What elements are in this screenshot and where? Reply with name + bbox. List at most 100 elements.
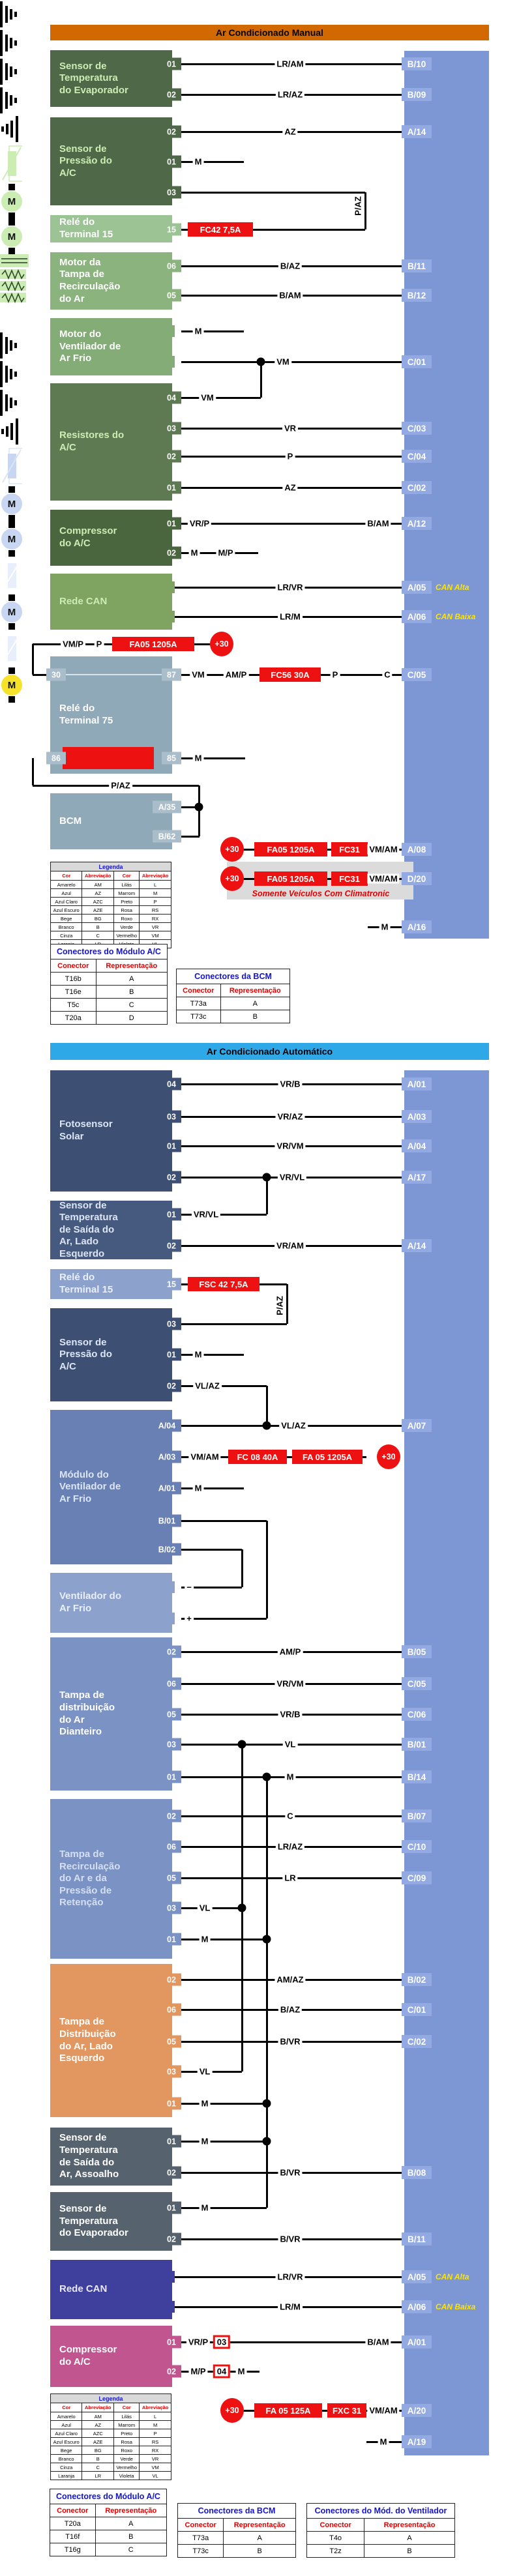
component-label: Tampa de Recirculação do Ar e da Pressão… xyxy=(59,1849,121,1909)
table-cell: C xyxy=(95,998,168,1012)
pin-02: 02 xyxy=(162,125,181,138)
battery-plus30-icon: +30 xyxy=(210,632,233,656)
table-title: Conectores do Mód. do Ventilador xyxy=(306,2503,455,2519)
thermistor-icon xyxy=(0,740,23,781)
table-cell: Rosa xyxy=(113,905,140,915)
wire-color-label: − xyxy=(185,1582,194,1592)
pin-02: 02 xyxy=(162,2232,181,2246)
pin-stub xyxy=(163,325,175,337)
wire xyxy=(181,161,244,163)
table-cell: Branco xyxy=(50,2454,83,2463)
table-cell: T73a xyxy=(177,2531,224,2545)
wire xyxy=(181,1520,267,1522)
motor-icon: M xyxy=(0,667,23,703)
connector-pin: A/04 xyxy=(402,1139,432,1152)
wire-color-label: M xyxy=(192,1483,204,1493)
table-cell: T73c xyxy=(177,2544,224,2558)
table-cell: A xyxy=(95,972,168,986)
table-cell: Vermelho xyxy=(113,931,140,940)
pin-02: 02 xyxy=(162,1239,181,1252)
component-label: Fotosensor Solar xyxy=(59,1119,113,1142)
table-header: Representação xyxy=(95,959,168,973)
component-label: Sensor de Pressão do A/C xyxy=(59,1336,112,1372)
pin-01: 01 xyxy=(162,1933,181,1946)
pin-01: 01 xyxy=(162,57,181,70)
wire-color-label: P xyxy=(94,639,104,649)
table-header: Conector xyxy=(306,2518,365,2532)
connector-pin: B/09 xyxy=(402,88,432,101)
pin-02: 02 xyxy=(162,88,181,101)
svg-text:M: M xyxy=(8,607,16,618)
component-label: Tampa de distribuição do Ar Dianteiro xyxy=(59,1690,115,1738)
wire-color-label: VL/AZ xyxy=(193,1381,222,1391)
component-sensor-temp-evaporador: Sensor de Temperatura do Evaporador xyxy=(50,2192,172,2251)
connector-pin: C/04 xyxy=(402,450,432,463)
wire-color-label: VM xyxy=(190,669,207,680)
wire-color-label: VR/B xyxy=(278,1079,303,1089)
fuse-label: FA05 1205A xyxy=(112,637,194,651)
pin-03: 03 xyxy=(162,1110,181,1123)
potentiometer-icon xyxy=(0,703,23,740)
component-label: BCM xyxy=(59,815,82,827)
fuse-label: FA 05 125A xyxy=(254,2403,322,2418)
pin-03: 03 xyxy=(162,2065,181,2078)
pin-02: 02 xyxy=(162,2166,181,2179)
component-ventilador-ar-frio: Ventilador do Ar Frio xyxy=(50,1573,172,1633)
wire-color-label: LR/AZ xyxy=(275,1841,305,1852)
pin-B-02: B/02 xyxy=(153,1543,181,1556)
component-compressor-ac: Compressor do A/C xyxy=(50,510,172,566)
wire xyxy=(181,1939,267,1940)
table-cell: Azul Claro xyxy=(50,897,83,906)
component-modulo-ventilador-ar-frio: Módulo do Ventilador de Ar Frio xyxy=(50,1410,172,1564)
connector-pin: A/01 xyxy=(402,1077,432,1090)
resistor-icon xyxy=(0,292,27,304)
table-cell: Roxo xyxy=(113,914,140,923)
table-cell: B xyxy=(82,2454,115,2463)
pin-stub xyxy=(163,1581,175,1593)
wire-color-label: + xyxy=(185,1613,194,1624)
wire-color-label: AM/AZ xyxy=(274,1974,306,1985)
ground-icon xyxy=(0,29,20,57)
wire-color-label: VR/B xyxy=(278,1709,303,1720)
connector-pin: B/08 xyxy=(402,2166,432,2179)
table-cell: RX xyxy=(139,914,171,923)
pin-stub xyxy=(163,2271,175,2283)
connector-pin: C/01 xyxy=(402,2003,432,2016)
ground-icon xyxy=(0,360,20,388)
component-label: Sensor de Temperatura de Saída do Ar, As… xyxy=(59,2132,119,2180)
pin-03: 03 xyxy=(162,1901,181,1914)
fuse-label: FC56 30A xyxy=(260,667,321,682)
wire-color-label: VL/AZ xyxy=(279,1420,308,1431)
table-header: Representação xyxy=(220,984,291,997)
connector-pin: C/06 xyxy=(402,1708,432,1721)
component-motor-ventilador-ar-frio: Motor do Ventilador de Ar Frio xyxy=(50,318,172,375)
wire-color-label: LR/AZ xyxy=(275,89,305,100)
table-cell: AM xyxy=(82,880,115,889)
table-cell: B xyxy=(95,2530,168,2543)
component-label: Motor da Tampa de Recirculação do Ar xyxy=(59,256,121,304)
wire-color-label: VM/P xyxy=(61,639,85,649)
wire-color-label: VM/AM xyxy=(367,873,400,884)
wire-color-label: M xyxy=(284,1772,296,1782)
pin-stub xyxy=(163,611,175,622)
ground-icon xyxy=(0,331,20,360)
pin-02: 02 xyxy=(162,1973,181,1986)
wire-color-label: VL xyxy=(197,2066,213,2077)
pin-02: 02 xyxy=(162,1379,181,1392)
connector-pin: B/07 xyxy=(402,1809,432,1822)
connector-bar-automatico xyxy=(404,1070,489,2455)
pin-03: 03 xyxy=(162,1317,181,1330)
pin-A-35: A/35 xyxy=(153,800,181,813)
wire xyxy=(181,757,245,759)
pin-01: 01 xyxy=(162,517,181,530)
table-title: Legenda xyxy=(50,862,171,871)
wire-color-label: M xyxy=(199,2136,211,2146)
ground-icon xyxy=(0,417,20,446)
pin-stub xyxy=(163,356,175,368)
wire-color-label: M xyxy=(199,2203,211,2213)
wire xyxy=(181,361,403,363)
wire-vertical xyxy=(266,1521,268,1618)
table-header: Conector xyxy=(176,984,221,997)
wire-color-label: VR/VL xyxy=(191,1209,221,1220)
